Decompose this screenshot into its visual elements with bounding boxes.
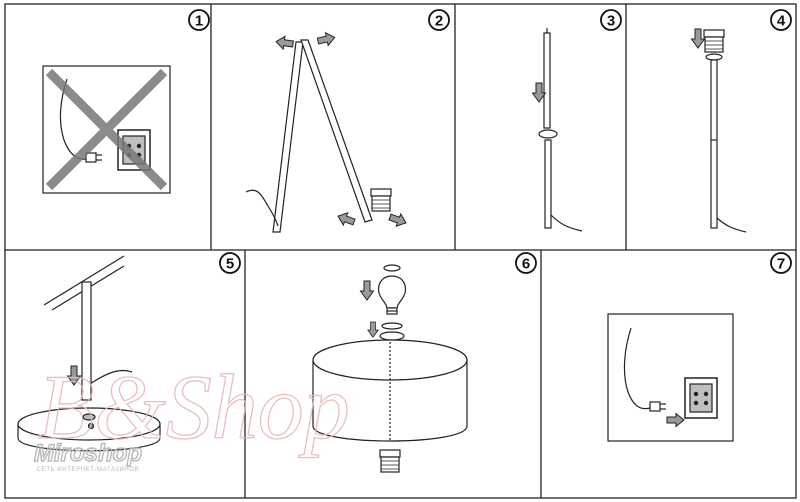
right-leg (301, 40, 372, 222)
step-badge-7: 7 (771, 253, 791, 273)
arrow-right-icon (317, 31, 336, 47)
step-badge-5: 5 (220, 253, 240, 273)
arrow-left-icon (275, 35, 294, 50)
step-badge-3: 3 (601, 10, 621, 30)
power-cable-icon (717, 218, 746, 232)
step-1-unplug-illustration (43, 66, 170, 193)
pole-upper-section (544, 33, 550, 128)
connector-ring (706, 54, 722, 60)
shade-ring (382, 323, 402, 329)
watermark-brand-name: Miroshop (34, 440, 142, 467)
plug-icon (650, 402, 666, 411)
step-number: 7 (777, 256, 785, 273)
left-leg (273, 42, 303, 232)
plug-icon (86, 153, 102, 162)
step-badge-4: 4 (771, 10, 791, 30)
light-bulb-icon (379, 276, 406, 314)
step-badge-1: 1 (189, 10, 209, 30)
lamp-socket-icon (371, 189, 391, 211)
lamp-socket-icon (704, 30, 724, 52)
step-badge-2: 2 (429, 10, 449, 30)
pole-lower-section (545, 140, 551, 228)
step-3-pole-illustration (533, 28, 583, 231)
arrow-down-icon (361, 281, 374, 300)
step-badge-6: 6 (516, 253, 536, 273)
step-7-plug-in-illustration (608, 314, 733, 441)
connector-ring (539, 130, 557, 138)
wall-socket-icon (685, 378, 717, 418)
watermark-brand-tagline: СЕТЬ ИНТЕРНЕТ-МАГАЗИНОВ (37, 467, 139, 473)
step-number: 6 (522, 256, 530, 273)
pole (711, 60, 717, 228)
lamp-socket-icon (380, 450, 400, 472)
power-cable-icon (551, 215, 582, 231)
step-number: 3 (607, 13, 615, 30)
step-number: 4 (777, 13, 786, 30)
step-number: 1 (195, 13, 203, 30)
step-4-socket-illustration (692, 29, 747, 232)
shade-ring (380, 332, 404, 340)
power-cable-icon (246, 190, 278, 226)
watermark-brand: Miroshop СЕТЬ ИНТЕРНЕТ-МАГАЗИНОВ (34, 440, 142, 473)
power-cable-icon (624, 328, 650, 409)
step-2-legs-illustration (246, 31, 408, 232)
arrow-right-icon (388, 211, 408, 229)
step-number: 2 (435, 13, 443, 30)
arrow-down-icon (368, 322, 378, 337)
step-number: 5 (226, 256, 234, 273)
arrow-right-icon (667, 414, 684, 427)
top-ring (384, 265, 400, 271)
arrow-left-icon (336, 210, 356, 228)
arrow-down-icon (692, 29, 705, 48)
